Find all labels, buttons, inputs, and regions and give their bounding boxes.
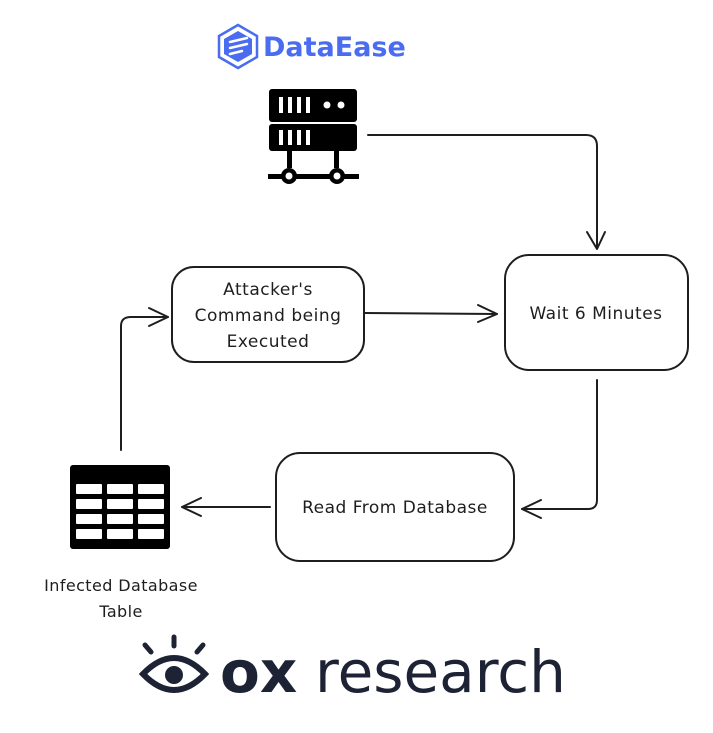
arrow-wait-to-read bbox=[521, 379, 598, 510]
ox-research-logo: ox research bbox=[138, 634, 566, 706]
arrow-server-to-wait bbox=[367, 134, 598, 249]
attacker-command-line-2: Command being bbox=[195, 306, 342, 326]
arrowhead-read-to-table bbox=[181, 497, 202, 517]
footer-research-text: research bbox=[315, 638, 566, 706]
dataease-hexagon-icon bbox=[217, 23, 259, 70]
eye-icon bbox=[138, 634, 210, 693]
database-table-icon bbox=[70, 465, 170, 549]
arrow-table-to-attacker bbox=[120, 316, 169, 451]
arrowhead-server-to-wait bbox=[586, 231, 606, 250]
infected-table-label-line-1: Infected Database bbox=[44, 576, 198, 595]
arrow-attacker-to-wait bbox=[363, 312, 498, 315]
arrowhead-table-to-attacker bbox=[148, 307, 169, 327]
attacker-command-line-1: Attacker's bbox=[223, 280, 313, 300]
arrowhead-wait-to-read bbox=[521, 499, 542, 519]
wait-label: Wait 6 Minutes bbox=[529, 304, 662, 324]
dataease-logo: DataEase bbox=[217, 23, 406, 70]
server-icon bbox=[268, 89, 359, 184]
read-database-label: Read From Database bbox=[302, 498, 488, 518]
footer-ox-text: ox bbox=[220, 638, 297, 706]
infected-table-label-line-2: Table bbox=[98, 602, 142, 621]
arrowhead-attacker-to-wait bbox=[477, 304, 498, 323]
node-attacker-command: Attacker's Command being Executed bbox=[171, 266, 365, 363]
node-read-database: Read From Database bbox=[275, 452, 515, 562]
attacker-command-line-3: Executed bbox=[227, 332, 310, 352]
dataease-wordmark: DataEase bbox=[263, 32, 406, 63]
node-wait: Wait 6 Minutes bbox=[504, 254, 689, 371]
